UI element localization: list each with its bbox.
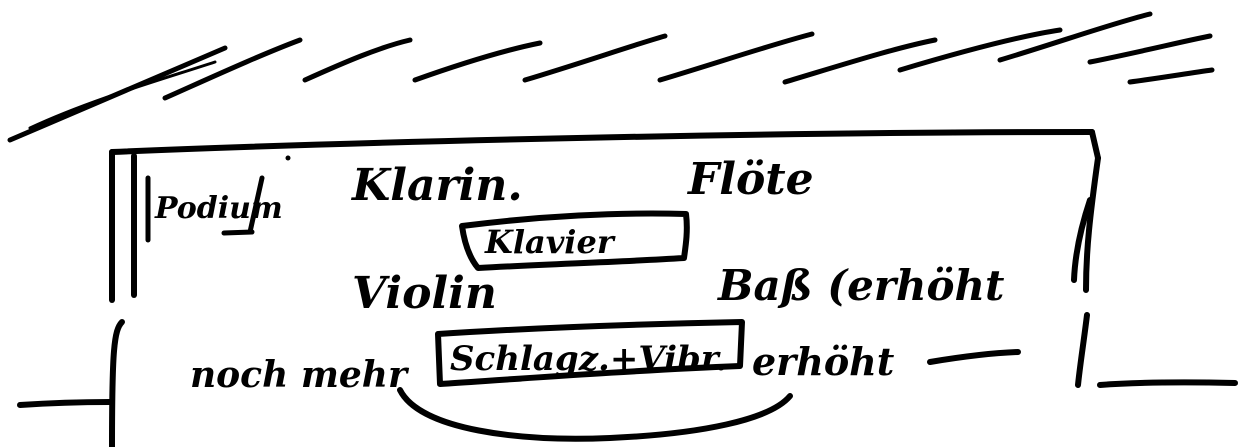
dash-stroke	[927, 349, 1021, 365]
podium-box-bottom	[221, 229, 255, 236]
ceiling-hatching	[7, 11, 1215, 143]
klarinette-label: Klarin.	[350, 160, 523, 211]
floete-label: Flöte	[686, 154, 814, 205]
hatch-stroke	[657, 31, 815, 83]
floor-line-right	[1097, 379, 1238, 388]
hatch-stroke	[28, 60, 217, 130]
floor-line-left	[17, 399, 113, 408]
stage-top-corner	[1089, 129, 1101, 161]
stage-top-edge	[109, 129, 1095, 155]
hatch-stroke	[782, 37, 938, 85]
erhoeht-label: erhöht	[752, 339, 895, 384]
hatch-stroke	[412, 40, 543, 83]
schlagzeug-label: Schlagz.+Vibr.	[450, 339, 727, 379]
klavier-label: Klavier	[484, 223, 616, 261]
hatch-stroke	[997, 11, 1153, 63]
podium-group: Podium	[145, 175, 283, 243]
klavier-group: Klavier	[459, 210, 690, 271]
schlagzeug-box	[435, 319, 745, 387]
hatch-stroke	[1127, 67, 1215, 85]
stage-right-wall-outer	[1083, 155, 1101, 293]
hatch-stroke	[302, 37, 413, 83]
stage-outline	[17, 129, 1238, 447]
stage-right-front	[1075, 312, 1090, 388]
hatch-stroke	[897, 27, 1063, 73]
schlagzeug-group: Schlagz.+Vibr.	[435, 319, 745, 387]
stage-left-front	[109, 319, 125, 447]
stage-right-wall-inner	[1071, 197, 1093, 283]
podium-label: Podium	[154, 191, 283, 226]
bass-label: Baß (erhöht	[717, 261, 1004, 310]
grouping-bracket	[397, 387, 793, 442]
klavier-box	[459, 210, 690, 271]
hatch-stroke	[1087, 33, 1213, 65]
hatch-stroke	[522, 33, 668, 83]
violin-label: Violin	[352, 268, 497, 319]
podium-box-right	[247, 175, 265, 235]
ink-dot	[285, 155, 291, 161]
hatch-stroke	[162, 37, 303, 101]
noch-mehr-label: noch mehr	[190, 354, 410, 396]
